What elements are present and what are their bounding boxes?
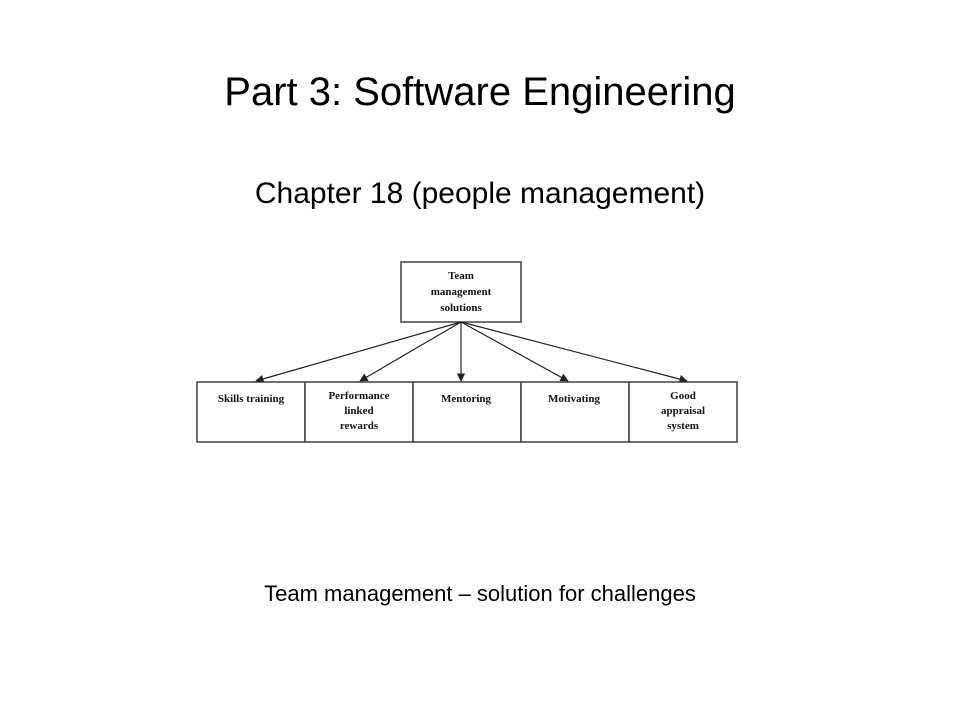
child-node-label-line-1: Good: [670, 390, 696, 402]
child-node-box: [628, 381, 738, 443]
child-node-box: [412, 381, 522, 443]
child-node-motivating: Motivating: [520, 381, 630, 443]
root-node-line-3: solutions: [440, 302, 482, 314]
slide-title: Part 3: Software Engineering: [224, 70, 736, 114]
child-node-box: [304, 381, 414, 443]
child-node-label-line-3: system: [667, 420, 699, 432]
connector-good-appraisal-system: [460, 321, 688, 384]
child-node-mentoring: Mentoring: [412, 381, 522, 443]
root-node-line-1: Team: [448, 270, 474, 282]
slide-caption: Team management – solution for challenge…: [264, 581, 696, 606]
child-node-label-line-1: Performance: [328, 390, 389, 402]
child-node-performance-linked-rewards: Performance linked rewards: [304, 381, 414, 443]
child-node-skills-training: Skills training: [196, 381, 306, 443]
child-node-label-line-2: linked: [344, 405, 373, 417]
child-node-label-line-2: appraisal: [661, 405, 705, 417]
root-node: Team management solutions: [400, 261, 522, 323]
child-node-box: [520, 381, 630, 443]
child-node-label: Mentoring: [441, 393, 492, 405]
root-node-line-2: management: [431, 286, 492, 298]
child-node-good-appraisal-system: Good appraisal system: [628, 381, 738, 443]
child-node-box: [196, 381, 306, 443]
child-node-label: Motivating: [548, 393, 600, 405]
slide-subtitle: Chapter 18 (people management): [254, 177, 706, 210]
child-node-label-line-3: rewards: [340, 420, 379, 432]
connector-skills-training: [255, 321, 462, 383]
child-node-label: Skills training: [218, 393, 285, 405]
connectors: [255, 321, 688, 384]
connector-motivating: [460, 321, 569, 382]
connector-performance-linked-rewards: [359, 321, 462, 382]
